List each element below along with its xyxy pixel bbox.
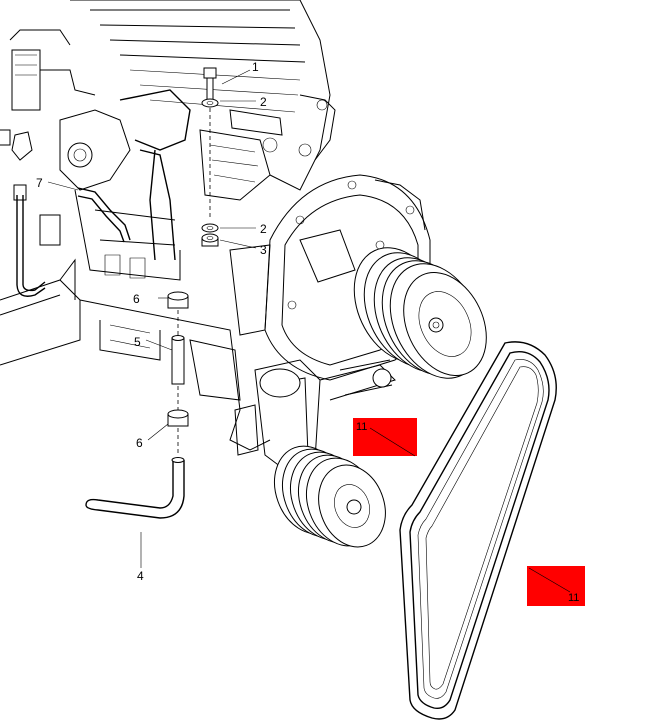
callout-labels: 1 2 2 3 4 5 6 6 7 <box>36 60 267 583</box>
callout-5: 5 <box>134 335 141 349</box>
callout-2-upper: 2 <box>260 95 267 109</box>
leader-lines <box>47 69 257 568</box>
drive-belt <box>399 341 557 720</box>
lower-pulley <box>274 445 386 548</box>
hotspot-11-label-upper: 11 <box>356 421 367 433</box>
callout-6-lower: 6 <box>136 436 143 450</box>
hotspot-11-label-lower: 11 <box>568 592 579 604</box>
engine-block <box>0 0 336 451</box>
bolt-stack <box>201 67 219 247</box>
tensioner-assembly <box>234 359 396 471</box>
flywheel-housing <box>229 174 431 381</box>
hotspot-11-belt-upper[interactable]: 11 <box>353 418 417 457</box>
callout-1: 1 <box>252 60 259 74</box>
callout-3: 3 <box>260 243 267 257</box>
callout-4: 4 <box>137 569 144 583</box>
upper-crank-pulley <box>353 247 487 379</box>
callout-7: 7 <box>36 176 43 190</box>
hotspot-11-belt-lower[interactable]: 11 <box>527 566 585 606</box>
callout-2-lower: 2 <box>260 222 267 236</box>
hose-assembly <box>77 187 189 519</box>
callout-6-upper: 6 <box>133 292 140 306</box>
